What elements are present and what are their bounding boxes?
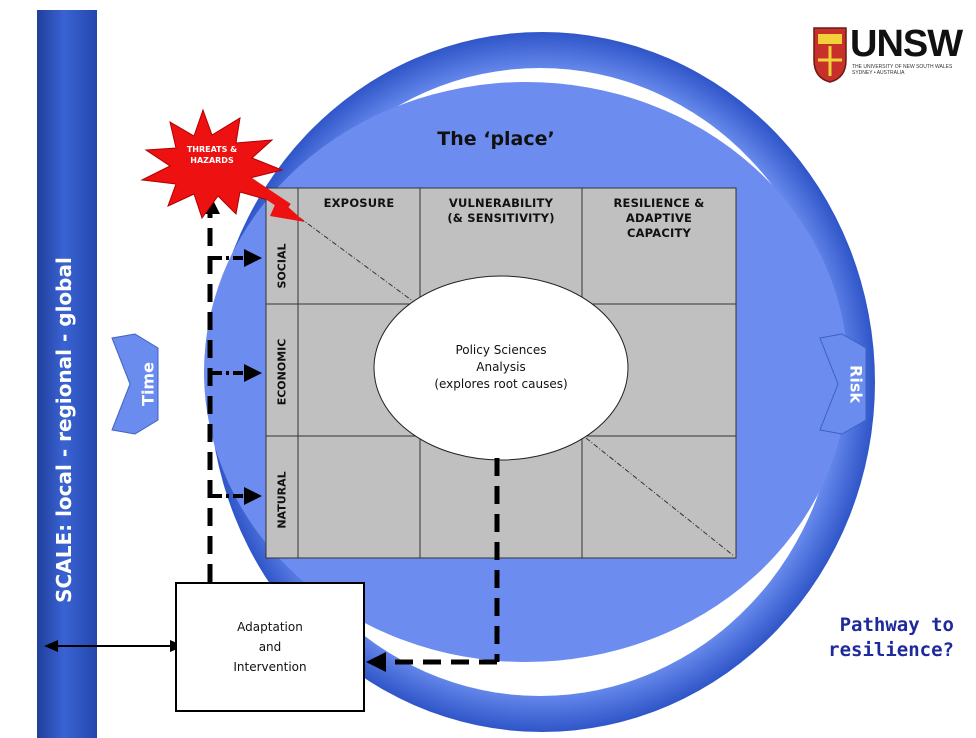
adaptation-line1: Adaptation — [237, 620, 303, 634]
resilience-line3: CAPACITY — [626, 226, 692, 240]
threats-line1: THREATS & — [186, 145, 238, 154]
adaptation-line2: and — [258, 640, 282, 654]
threats-starburst — [140, 108, 284, 220]
pathway-line1: Pathway to — [839, 614, 954, 636]
policy-line2: Analysis — [476, 360, 526, 374]
risk-arrow — [819, 333, 867, 435]
policy-ellipse — [373, 275, 629, 461]
row-natural: NATURAL — [275, 471, 289, 529]
row-social: SOCIAL — [275, 243, 289, 289]
column-resilience: RESILIENCE & ADAPTIVE CAPACITY — [584, 196, 734, 241]
policy-line3: (explores root causes) — [434, 377, 568, 391]
resilience-line2: ADAPTIVE — [625, 211, 693, 225]
column-vulnerability: VULNERABILITY (& SENSITIVITY) — [422, 196, 580, 226]
logo-subtitle-line2: SYDNEY • AUSTRALIA — [852, 70, 905, 76]
time-arrow — [111, 333, 159, 435]
adaptation-line3: Intervention — [233, 660, 307, 674]
threats-line2: HAZARDS — [190, 156, 234, 165]
pathway-line2: resilience? — [828, 639, 954, 661]
time-label: Time — [138, 362, 158, 406]
row-arrows — [212, 249, 262, 505]
column-exposure: EXPOSURE — [323, 196, 395, 210]
vulnerability-line2: (& SENSITIVITY) — [447, 211, 555, 225]
pathway-question: Pathway to resilience? — [828, 613, 954, 663]
logo-subtitle: THE UNIVERSITY OF NEW SOUTH WALES SYDNEY… — [852, 64, 952, 76]
policy-label: Policy Sciences Analysis (explores root … — [401, 342, 601, 393]
vulnerability-line1: VULNERABILITY — [448, 196, 554, 210]
logo-wordmark: UNSW — [850, 23, 963, 65]
place-title: The ‘place’ — [437, 128, 555, 150]
policy-line1: Policy Sciences — [455, 343, 547, 357]
risk-label: Risk — [846, 365, 866, 403]
threats-label: THREATS & HAZARDS — [180, 144, 244, 166]
left-arrowhead — [366, 652, 386, 672]
row-economic: ECONOMIC — [275, 338, 289, 406]
unsw-logo — [813, 27, 847, 83]
adaptation-label: Adaptation and Intervention — [233, 617, 306, 677]
adaptation-box: Adaptation and Intervention — [175, 582, 365, 712]
scale-bar — [37, 10, 97, 738]
resilience-line1: RESILIENCE & — [613, 196, 705, 210]
logo-subtitle-line1: THE UNIVERSITY OF NEW SOUTH WALES — [852, 64, 953, 70]
